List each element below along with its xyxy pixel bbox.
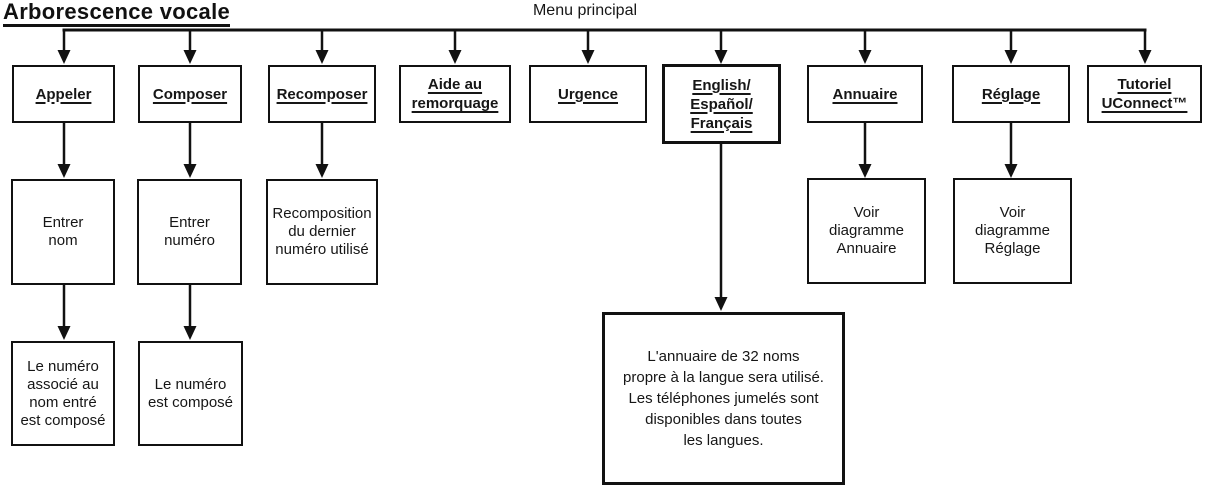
diagram-title: Arborescence vocale [3,0,231,27]
node-label: Recomposer [276,85,368,103]
node-composer: Composer [138,65,242,123]
node-appeler: Appeler [12,65,115,123]
node-entrer-nom: Entrer nom [11,179,115,285]
node-label: Recomposition du dernier numéro utilisé [272,205,372,258]
arrow [62,285,192,327]
arrow [62,123,1013,298]
node-label: Le numéro associé au nom entré est compo… [20,357,106,429]
node-label: Urgence [557,85,619,103]
node-label: L'annuaire de 32 noms propre à la langue… [623,348,824,449]
root-menu-label: Menu principal [532,2,638,19]
node-numero-est-compose: Le numéro est composé [138,341,243,446]
arrow [62,29,1147,51]
arrowheads-top [57,50,1152,64]
node-label: Réglage [981,85,1041,103]
node-label: Entrer nom [42,214,84,249]
node-urgence: Urgence [529,65,647,123]
node-label: Annuaire [832,85,898,103]
node-numero-associe-compose: Le numéro associé au nom entré est compo… [11,341,115,446]
node-tutoriel-uconnect: Tutoriel UConnect™ [1087,65,1202,123]
node-langues: English/ Español/ Français [662,64,781,144]
node-recomposition: Recomposition du dernier numéro utilisé [266,179,378,285]
node-entrer-numero: Entrer numéro [137,179,242,285]
node-voir-diagramme-annuaire: Voir diagramme Annuaire [807,178,926,284]
arrowheads-mid [57,164,1018,311]
node-label: Composer [152,85,228,103]
node-reglage: Réglage [952,65,1070,123]
node-label: Aide au remorquage [411,76,499,112]
node-label: Le numéro est composé [147,375,234,411]
node-annuaire-32-noms-note: L'annuaire de 32 noms propre à la langue… [602,312,845,485]
node-label: Voir diagramme Annuaire [828,204,905,257]
arrowheads-bottom [57,326,197,340]
node-label: English/ Español/ Français [690,76,753,132]
node-label: Entrer numéro [164,214,215,249]
node-annuaire: Annuaire [807,65,923,123]
node-recomposer: Recomposer [268,65,376,123]
node-label: Tutoriel UConnect™ [1101,76,1188,112]
node-label: Voir diagramme Réglage [974,204,1051,257]
node-aide-au-remorquage: Aide au remorquage [399,65,511,123]
node-voir-diagramme-reglage: Voir diagramme Réglage [953,178,1072,284]
node-label: Appeler [35,85,92,103]
